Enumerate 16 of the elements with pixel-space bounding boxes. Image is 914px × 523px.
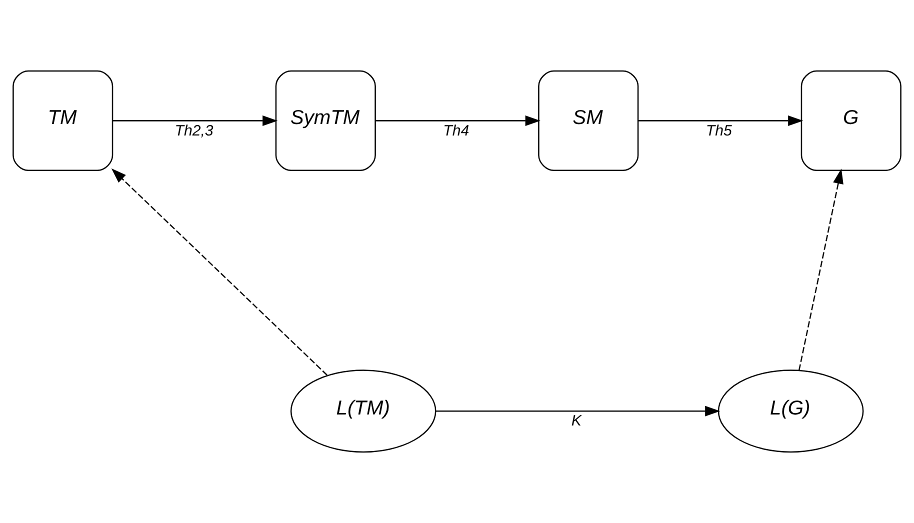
edge-label: Th2,3 — [174, 122, 214, 140]
arrow — [111, 168, 328, 376]
edge-label: Th5 — [706, 122, 732, 140]
arrow — [112, 115, 278, 126]
node-ellipse: L(G) — [718, 370, 864, 453]
edge-label: K — [571, 412, 582, 430]
node-box: TM — [12, 70, 114, 171]
arrow — [798, 168, 844, 371]
arrow — [436, 406, 720, 416]
node-ellipse: L(TM) — [290, 370, 436, 453]
edge-label: Th4 — [443, 122, 470, 140]
arrow — [638, 115, 804, 126]
node-box: SM — [538, 70, 639, 171]
node-box: G — [800, 70, 902, 171]
node-box: SymTM — [275, 70, 376, 171]
arrow — [376, 115, 540, 126]
